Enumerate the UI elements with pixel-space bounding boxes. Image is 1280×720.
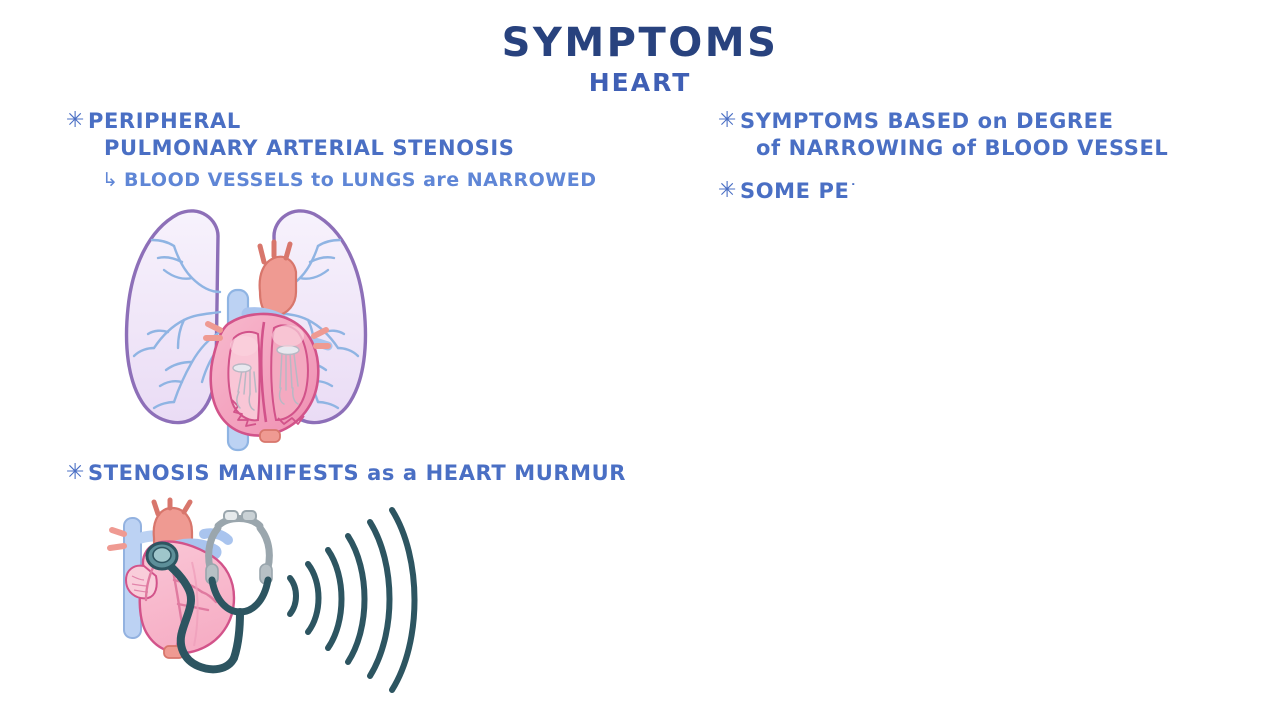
- bullet-line: SYMPTOMS BASED on DEGREE: [740, 109, 1114, 133]
- lungs-with-heart-illustration: [108, 196, 384, 458]
- bullet-line-text: SOME PE: [740, 179, 850, 203]
- heart-cross-section: [209, 312, 320, 443]
- sound-wave-arc: [345, 533, 368, 665]
- apex-vessel-stub: [259, 429, 281, 443]
- left-bronchial-tree: [132, 238, 222, 410]
- hooked-arrow-icon: ↳: [102, 169, 118, 191]
- bullet-symptoms-based-on-degree: ✳ SYMPTOMS BASED on DEGREE of NARROWING …: [718, 108, 1218, 162]
- page-subtitle: HEART: [588, 68, 692, 97]
- stethoscope: [145, 510, 273, 674]
- bullet-peripheral-pulmonary-arterial-stenosis: ✳ PERIPHERAL PULMONARY ARTERIAL STENOSIS: [66, 108, 686, 162]
- sound-wave-arc: [367, 519, 393, 679]
- bullet-stenosis-manifests-heart-murmur: ✳ STENOSIS MANIFESTS as a HEART MURMUR: [66, 460, 766, 487]
- slide-title-block: SYMPTOMS HEART: [0, 22, 1280, 98]
- asterisk-bullet-icon: ✳: [66, 108, 85, 133]
- sound-wave-arc: [305, 561, 322, 635]
- valve-leaflet-left: [232, 363, 252, 373]
- sound-wave-arcs: [287, 507, 418, 693]
- sound-wave-arc: [325, 547, 345, 651]
- bullet-text-group: STENOSIS MANIFESTS as a HEART MURMUR: [88, 460, 626, 487]
- bullet-some-people-partial: ✳ SOME PE˙: [718, 178, 1218, 207]
- bullet-line-partial: SOME PE˙: [740, 178, 858, 207]
- sound-wave-arc: [287, 575, 299, 617]
- page-title: SYMPTOMS: [501, 20, 779, 66]
- right-text-column: ✳ SYMPTOMS BASED on DEGREE of NARROWING …: [718, 108, 1218, 213]
- asterisk-bullet-icon: ✳: [718, 108, 737, 133]
- bullet-text-group: SOME PE˙: [740, 178, 858, 207]
- left-text-column: ✳ PERIPHERAL PULMONARY ARTERIAL STENOSIS…: [66, 108, 686, 193]
- sub-bullet-blood-vessels-narrowed: ↳ BLOOD VESSELS to LUNGS are NARROWED: [66, 168, 686, 193]
- bullet-text-group: SYMPTOMS BASED on DEGREE of NARROWING of…: [740, 108, 1168, 162]
- asterisk-bullet-icon: ✳: [66, 460, 85, 485]
- bullet-line: of NARROWING of BLOOD VESSEL: [756, 136, 1169, 160]
- chordae-left: [236, 369, 257, 411]
- bullet-text-group: PERIPHERAL PULMONARY ARTERIAL STENOSIS: [88, 108, 515, 162]
- ear-tip-left: [223, 510, 239, 522]
- right-atrium-highlight: [272, 325, 304, 347]
- chordae-right: [278, 351, 299, 405]
- lower-left-text-column: ✳ STENOSIS MANIFESTS as a HEART MURMUR: [66, 460, 766, 493]
- ear-tip-right: [241, 510, 257, 522]
- sound-wave-arc: [389, 507, 418, 693]
- left-atrium-highlight: [230, 336, 258, 356]
- heart-stethoscope-illustration: [100, 497, 450, 693]
- left-vessel-nubs: [203, 321, 223, 341]
- sub-bullet-label: BLOOD VESSELS to LUNGS are NARROWED: [124, 169, 597, 191]
- left-lung-shape: [124, 209, 220, 425]
- aorta-arch: [257, 239, 298, 318]
- bullet-line: PERIPHERAL: [88, 109, 241, 133]
- asterisk-bullet-icon: ✳: [718, 178, 737, 203]
- diaphragm: [152, 546, 172, 564]
- bullet-line: STENOSIS MANIFESTS as a HEART MURMUR: [88, 461, 627, 485]
- bullet-line: PULMONARY ARTERIAL STENOSIS: [104, 136, 515, 160]
- right-vessel-nubs: [311, 327, 331, 349]
- typing-partial-glyph: ˙: [849, 181, 858, 199]
